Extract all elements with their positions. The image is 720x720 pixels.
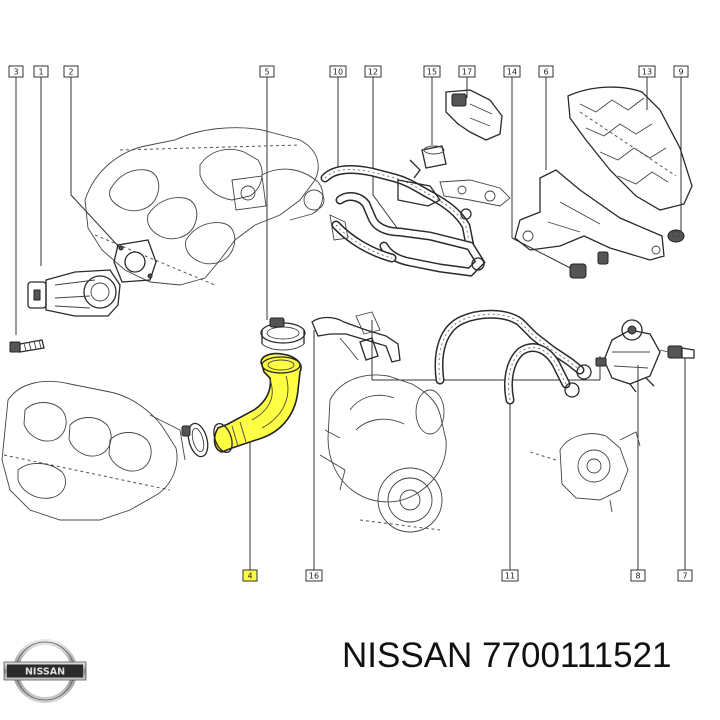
callout-11: 11 [501,569,519,582]
callout-10: 10 [329,65,347,78]
callout-2: 2 [63,65,79,78]
callout-label: 14 [507,68,517,77]
vacuum-hose-long [434,309,592,405]
callout-label: 12 [368,68,378,77]
callout-label: 1 [38,68,43,77]
intake-manifold-outline [1,381,186,521]
callout-label: 2 [68,68,73,77]
callout-label: 6 [543,68,548,77]
electrical-connector [659,345,695,359]
callout-label: 16 [309,572,319,581]
callout-label: 3 [13,68,18,77]
callout-label: 10 [333,68,343,77]
callout-13: 13 [638,65,656,78]
callout-15: 15 [423,65,441,78]
callout-16: 16 [305,569,323,582]
callout-17: 17 [458,65,476,78]
callout-label: 11 [505,572,515,581]
callout-label: 7 [682,572,687,581]
mounting-bracket [514,169,665,279]
callout-7: 7 [677,569,693,582]
highlighted-elbow-hose [213,352,302,454]
hose-clamp-lower [181,422,209,458]
hose-clamp-upper [260,317,306,351]
egr-valve [27,269,121,317]
callout-6: 6 [538,65,554,78]
pipe-assembly [329,179,486,277]
callout-5: 5 [259,65,275,78]
callout-label: 5 [264,68,269,77]
callout-12: 12 [364,65,382,78]
metal-pipe [311,311,401,363]
brand-name: NISSAN [342,636,473,675]
callout-3: 3 [8,65,24,78]
solenoid-bracket [439,89,511,207]
callout-14: 14 [503,65,521,78]
callout-9: 9 [673,65,689,78]
callout-label: 8 [635,572,640,581]
callout-label: 17 [462,68,472,77]
callout-label: 15 [427,68,437,77]
turbocharger-outline [319,374,447,533]
callout-4: 4 [242,569,258,582]
callout-label: 13 [642,68,652,77]
leader-lines [15,77,686,570]
logo-text: NISSAN [25,667,65,678]
vacuum-pump-outline [529,431,641,513]
bolt [9,339,45,353]
vacuum-solenoid [595,319,661,393]
callout-label: 9 [678,68,683,77]
callout-1: 1 [33,65,49,78]
part-number: 7700111521 [482,636,672,675]
nissan-logo-icon: NISSAN [3,639,87,703]
callout-label: 4 [247,572,252,581]
part-caption: NISSAN 7700111521 [342,636,672,676]
egr-gasket [113,239,157,283]
nut [667,229,685,243]
callout-8: 8 [630,569,646,582]
vacuum-cap [409,145,447,179]
vacuum-hose-loop [320,165,475,251]
exhaust-manifold-outline [84,127,325,286]
heat-shield [567,86,693,211]
